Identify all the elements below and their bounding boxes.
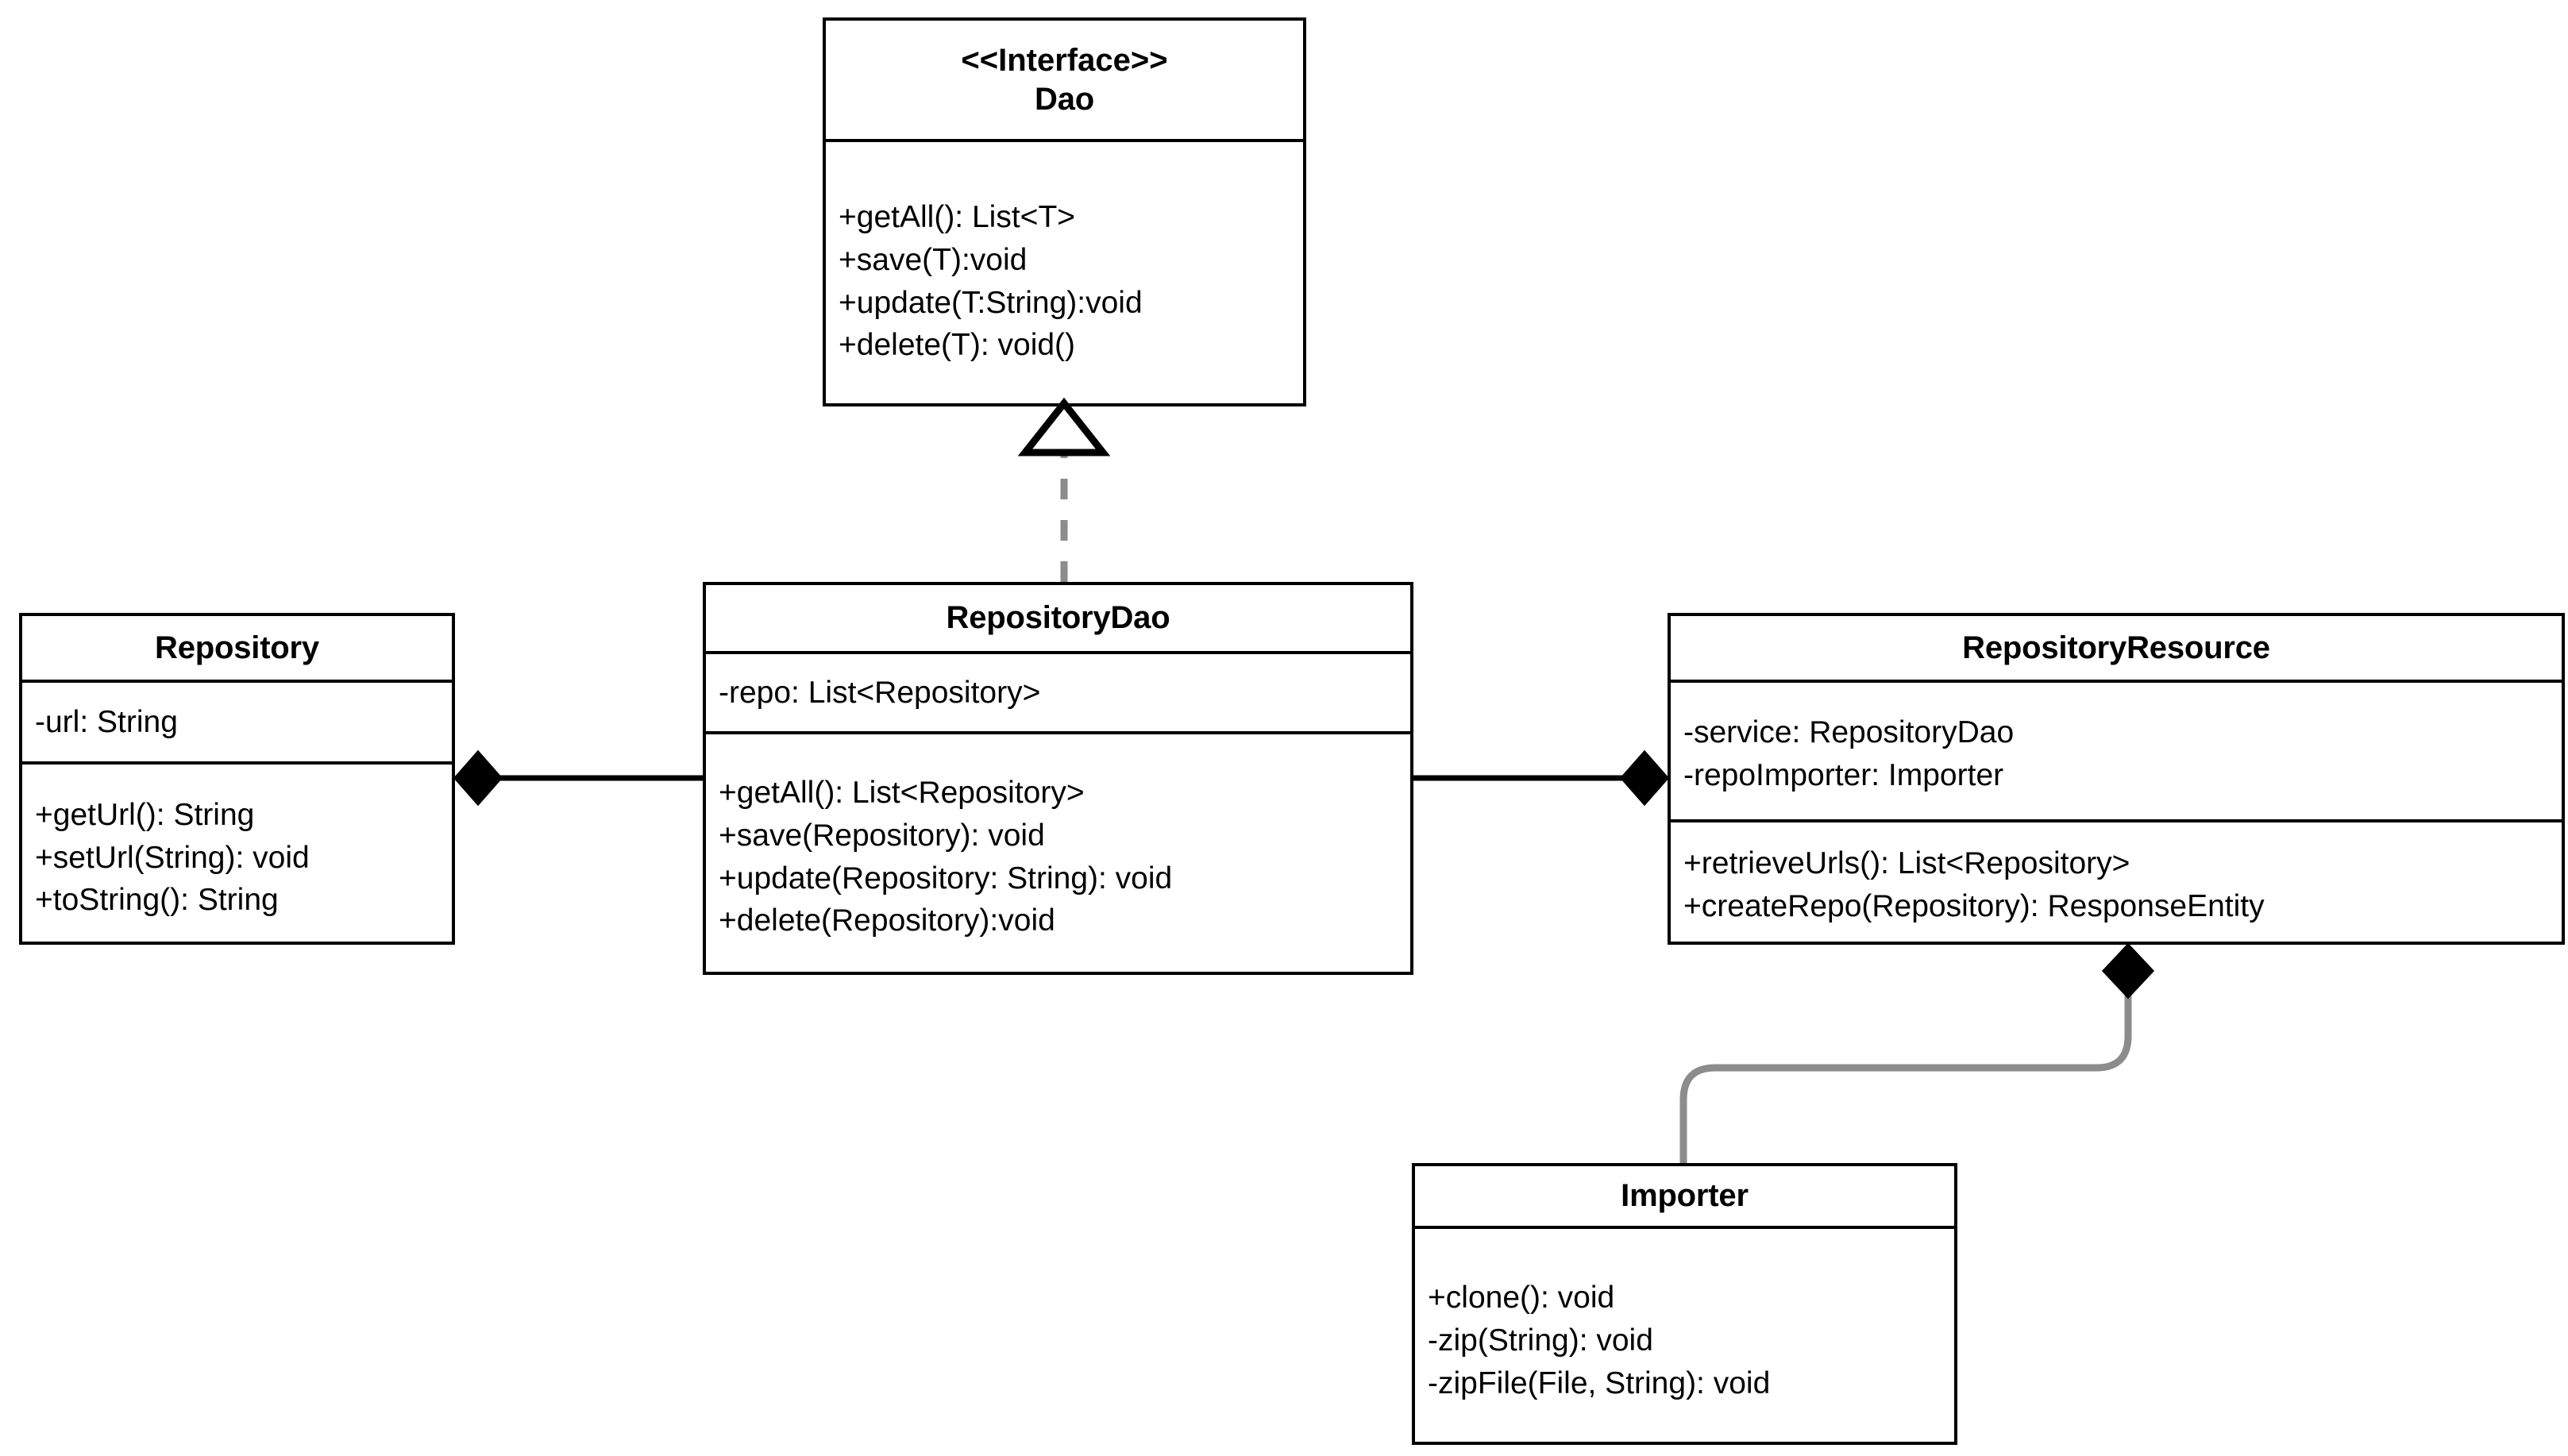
- repository-resource-attribute-1: -repoImporter: Importer: [1683, 758, 2004, 792]
- importer-methods-compartment: +clone(): void -zip(String): void -zipFi…: [1415, 1226, 1954, 1442]
- repository-resource-header-compartment: RepositoryResource: [1671, 616, 2562, 680]
- repository-dao-methods-compartment: +getAll(): List<Repository> +save(Reposi…: [706, 731, 1410, 972]
- composition-connector-repository-to-repository-dao: [453, 749, 703, 807]
- repository-dao-attribute-0: -repo: List<Repository>: [719, 675, 1041, 710]
- composition-curve-line: [1679, 987, 2132, 1163]
- realization-connector-repository-dao-to-dao: [1017, 397, 1111, 582]
- repository-resource-method-1: +createRepo(Repository): ResponseEntity: [1683, 889, 2265, 923]
- filled-diamond-icon-repository: [453, 749, 503, 807]
- repository-method-1: +setUrl(String): void: [35, 840, 310, 875]
- repository-dao-attributes-compartment: -repo: List<Repository>: [706, 651, 1410, 731]
- repository-resource-attributes-compartment: -service: RepositoryDao -repoImporter: I…: [1671, 680, 2562, 819]
- importer-class-name: Importer: [1621, 1178, 1749, 1214]
- repository-methods-compartment: +getUrl(): String +setUrl(String): void …: [22, 761, 452, 942]
- repository-resource-attribute-0: -service: RepositoryDao: [1683, 715, 2015, 750]
- repository-method-0: +getUrl(): String: [35, 797, 255, 832]
- dao-class-name: Dao: [1035, 81, 1094, 117]
- repository-dao-method-2: +update(Repository: String): void: [719, 861, 1173, 896]
- composition-connector-repository-resource-to-repository-dao: [1413, 749, 1669, 807]
- composition-connector-repository-resource-to-importer: [1679, 942, 2155, 1163]
- repository-attribute-0: -url: String: [35, 704, 178, 739]
- repository-resource-class-name: RepositoryResource: [1962, 630, 2270, 665]
- repository-method-2: +toString(): String: [35, 883, 279, 918]
- dao-method-2: +update(T:String):void: [839, 285, 1143, 320]
- hollow-triangle-arrowhead-icon: [1017, 397, 1111, 456]
- class-box-repository[interactable]: Repository -url: String +getUrl(): Strin…: [19, 613, 455, 945]
- repository-dao-method-0: +getAll(): List<Repository>: [719, 775, 1085, 810]
- dao-methods-compartment: +getAll(): List<T> +save(T):void +update…: [826, 139, 1303, 403]
- repository-dao-header-compartment: RepositoryDao: [706, 585, 1410, 651]
- repository-dao-method-1: +save(Repository): void: [719, 818, 1045, 853]
- repository-header-compartment: Repository: [22, 616, 452, 680]
- importer-method-0: +clone(): void: [1428, 1281, 1615, 1315]
- dao-stereotype: <<Interface>>: [961, 42, 1168, 78]
- dao-header-compartment: <<Interface>> Dao: [826, 21, 1303, 139]
- class-box-repository-resource[interactable]: RepositoryResource -service: RepositoryD…: [1668, 613, 2565, 945]
- dao-method-1: +save(T):void: [839, 242, 1028, 277]
- filled-diamond-icon-importer: [2101, 942, 2155, 1000]
- repository-class-name: Repository: [155, 630, 319, 665]
- importer-method-2: -zipFile(File, String): void: [1428, 1365, 1771, 1400]
- dao-method-0: +getAll(): List<T>: [839, 199, 1076, 234]
- repository-resource-methods-compartment: +retrieveUrls(): List<Repository> +creat…: [1671, 819, 2562, 942]
- repository-resource-method-0: +retrieveUrls(): List<Repository>: [1683, 846, 2130, 881]
- importer-method-1: -zip(String): void: [1428, 1323, 1653, 1358]
- repository-dao-method-3: +delete(Repository):void: [719, 903, 1055, 938]
- importer-header-compartment: Importer: [1415, 1166, 1954, 1226]
- class-box-importer[interactable]: Importer +clone(): void -zip(String): vo…: [1412, 1163, 1957, 1445]
- repository-dao-class-name: RepositoryDao: [946, 600, 1170, 636]
- class-box-dao[interactable]: <<Interface>> Dao +getAll(): List<T> +sa…: [823, 17, 1306, 406]
- filled-diamond-icon-repository-resource: [1620, 749, 1669, 807]
- class-box-repository-dao[interactable]: RepositoryDao -repo: List<Repository> +g…: [703, 582, 1413, 975]
- dao-method-3: +delete(T): void(): [839, 328, 1076, 363]
- repository-attributes-compartment: -url: String: [22, 680, 452, 761]
